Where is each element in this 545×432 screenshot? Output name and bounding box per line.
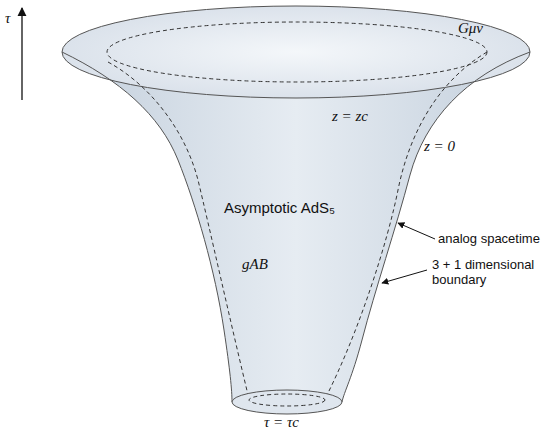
inner-bottom-rim bbox=[249, 394, 325, 406]
analog-leader-arrow bbox=[398, 223, 435, 239]
outer-left-side bbox=[62, 52, 232, 402]
top-rim bbox=[62, 6, 530, 98]
time-axis-arrow bbox=[21, 8, 22, 100]
surface-label: z = 0 bbox=[424, 138, 455, 155]
surface-label: z = zc bbox=[332, 108, 368, 125]
boundary-leader-arrow bbox=[382, 270, 427, 283]
metric-label: gAB bbox=[242, 256, 268, 273]
inner-top-rim bbox=[107, 22, 487, 82]
outer-right-side bbox=[342, 52, 530, 402]
axis-label: τ bbox=[5, 10, 10, 27]
callout-label: analog spacetime bbox=[438, 231, 540, 246]
bottom-rim bbox=[232, 390, 342, 414]
metric-label: Gμν bbox=[458, 20, 483, 37]
inner-right-side bbox=[325, 52, 487, 399]
region-label: Asymptotic AdS₅ bbox=[224, 200, 335, 215]
inner-left-side bbox=[108, 62, 249, 399]
callout-label: 3 + 1 dimensional boundary bbox=[432, 257, 540, 287]
bottom-label: τ = τc bbox=[264, 414, 299, 431]
